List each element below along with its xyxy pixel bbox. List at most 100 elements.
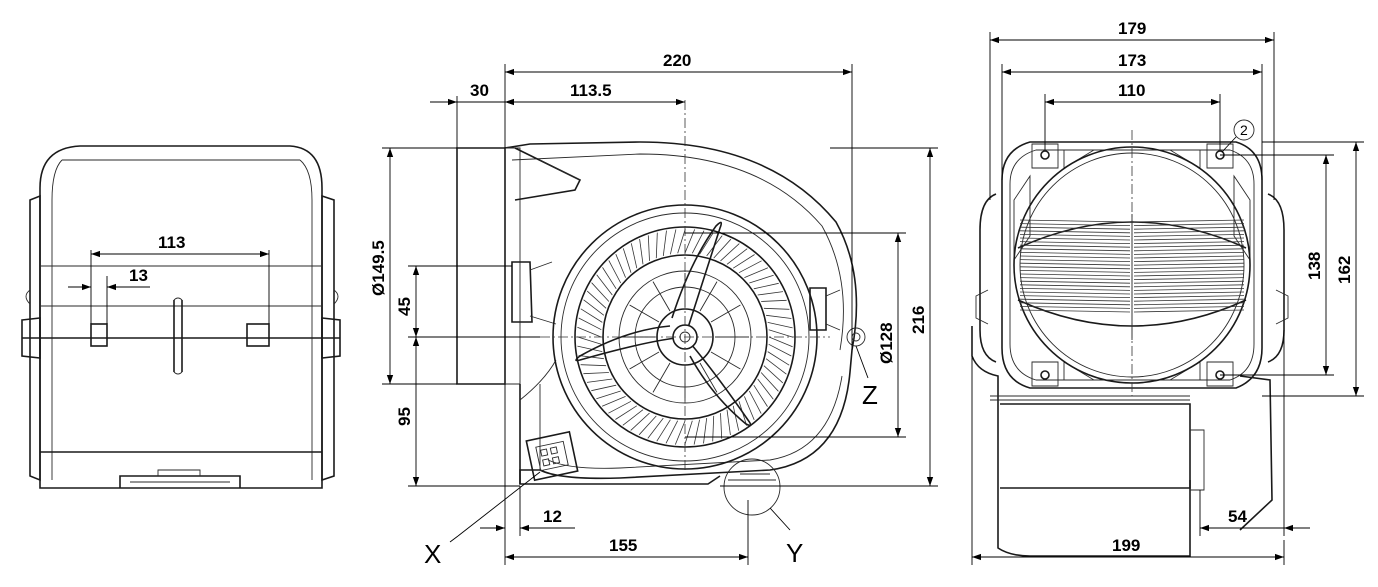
impeller-blade	[757, 291, 784, 296]
rear-vane	[1019, 262, 1131, 266]
impeller-blade	[767, 322, 793, 329]
impeller-blade	[760, 372, 779, 392]
rear-vane	[1019, 234, 1131, 237]
rear-vane	[1133, 234, 1245, 237]
dim-rear-motor-width: 54	[1228, 507, 1247, 526]
impeller-blade	[768, 336, 793, 348]
impeller-blade	[576, 336, 602, 345]
dim-side-width: 113	[158, 233, 185, 252]
impeller-blade	[732, 254, 755, 269]
rear-vane	[1019, 302, 1131, 306]
impeller-blade	[622, 248, 632, 273]
rear-vane	[1019, 237, 1131, 241]
rear-vane	[1019, 284, 1131, 288]
rear-vane	[1133, 306, 1245, 309]
rear-vane	[1019, 295, 1131, 298]
rear-vane	[1133, 244, 1245, 248]
rear-vane	[1133, 230, 1245, 234]
dim-side-tab: 13	[129, 266, 148, 285]
rear-vane	[1133, 288, 1245, 291]
impeller-blade	[765, 358, 787, 375]
dim-front-axis-offset: 113.5	[570, 81, 612, 100]
impeller-blade	[583, 299, 605, 316]
rear-vane	[1133, 266, 1245, 270]
rear-vane	[1133, 277, 1245, 280]
impeller-blade	[647, 235, 650, 261]
rear-vane	[1133, 280, 1245, 284]
impeller-blade	[583, 372, 609, 375]
impeller-blade	[763, 365, 784, 384]
dim-rear-total-width: 199	[1112, 536, 1140, 555]
rear-vane	[1019, 219, 1131, 223]
rear-vane	[1133, 262, 1245, 266]
impeller-blade	[586, 378, 613, 383]
rear-vane	[1019, 306, 1131, 309]
rear-vane	[1019, 226, 1131, 230]
impeller-blade	[630, 412, 650, 431]
rear-vane	[1133, 259, 1245, 262]
dim-front-outlet-dia: Ø149.5	[369, 240, 388, 296]
impeller-blade	[601, 396, 626, 407]
impeller-blade	[748, 390, 762, 414]
rear-vane	[1019, 266, 1131, 270]
rear-vane	[1133, 219, 1245, 223]
impeller-blade	[615, 405, 638, 420]
dim-front-inlet-depth: 30	[470, 81, 489, 100]
impeller-blade	[699, 232, 714, 255]
impeller-blades	[576, 228, 794, 446]
rear-vane	[1133, 252, 1245, 255]
rotor-spoke	[629, 304, 660, 323]
impeller-blade	[726, 248, 748, 265]
dim-rear-mount-outer: 173	[1118, 51, 1146, 70]
impeller-blade	[768, 343, 792, 357]
impeller-blade	[577, 326, 602, 338]
impeller-blade	[665, 420, 679, 444]
impeller-blade	[691, 230, 705, 254]
rear-vane	[1133, 241, 1245, 244]
impeller-blade	[757, 378, 774, 400]
dim-rear-mount-inner: 110	[1118, 81, 1145, 100]
impeller-blade	[720, 413, 723, 439]
impeller-blade	[753, 282, 779, 290]
impeller-blade	[677, 228, 686, 254]
rear-vane	[1133, 248, 1245, 252]
rear-vane	[1019, 252, 1131, 255]
rear-impeller-vanes	[1019, 219, 1245, 313]
connector-icon	[535, 440, 569, 472]
impeller-blade	[578, 317, 602, 331]
rear-vane	[1019, 241, 1131, 244]
impeller-blade	[596, 274, 613, 296]
impeller-blade	[674, 420, 686, 445]
rotor-spoke	[699, 362, 718, 393]
impeller-blade	[591, 384, 617, 392]
impeller-blade	[744, 396, 755, 421]
impeller-blade	[720, 243, 740, 262]
dim-front-bottom-offset: 12	[543, 507, 562, 526]
marker-z: Z	[862, 380, 878, 410]
rear-vane	[1019, 244, 1131, 248]
rear-vane	[1133, 309, 1245, 313]
rear-view: 2 179 173 110 138 162 54	[971, 19, 1364, 565]
impeller-blade	[615, 253, 626, 278]
rear-vane	[1133, 226, 1245, 230]
marker-y: Y	[786, 538, 803, 568]
rear-vane	[1133, 291, 1245, 295]
impeller-blade	[580, 308, 603, 323]
impeller-blade	[577, 345, 603, 352]
impeller-blade	[591, 282, 610, 302]
impeller-blade	[602, 267, 617, 290]
rear-vane	[1019, 288, 1131, 291]
rear-vane	[1019, 248, 1131, 252]
impeller-blade	[738, 260, 762, 274]
item-2-label: 2	[1240, 122, 1248, 138]
rear-vane	[1133, 273, 1245, 277]
rear-vane	[1133, 298, 1245, 302]
rear-vane	[1019, 277, 1131, 280]
impeller-blade	[596, 390, 621, 400]
rotor-spoke	[629, 351, 660, 370]
impeller-blade	[580, 364, 607, 367]
rear-vane	[1019, 223, 1131, 226]
impeller-blade	[684, 420, 693, 446]
rotor-spoke	[710, 304, 741, 323]
rear-vane	[1133, 270, 1245, 273]
